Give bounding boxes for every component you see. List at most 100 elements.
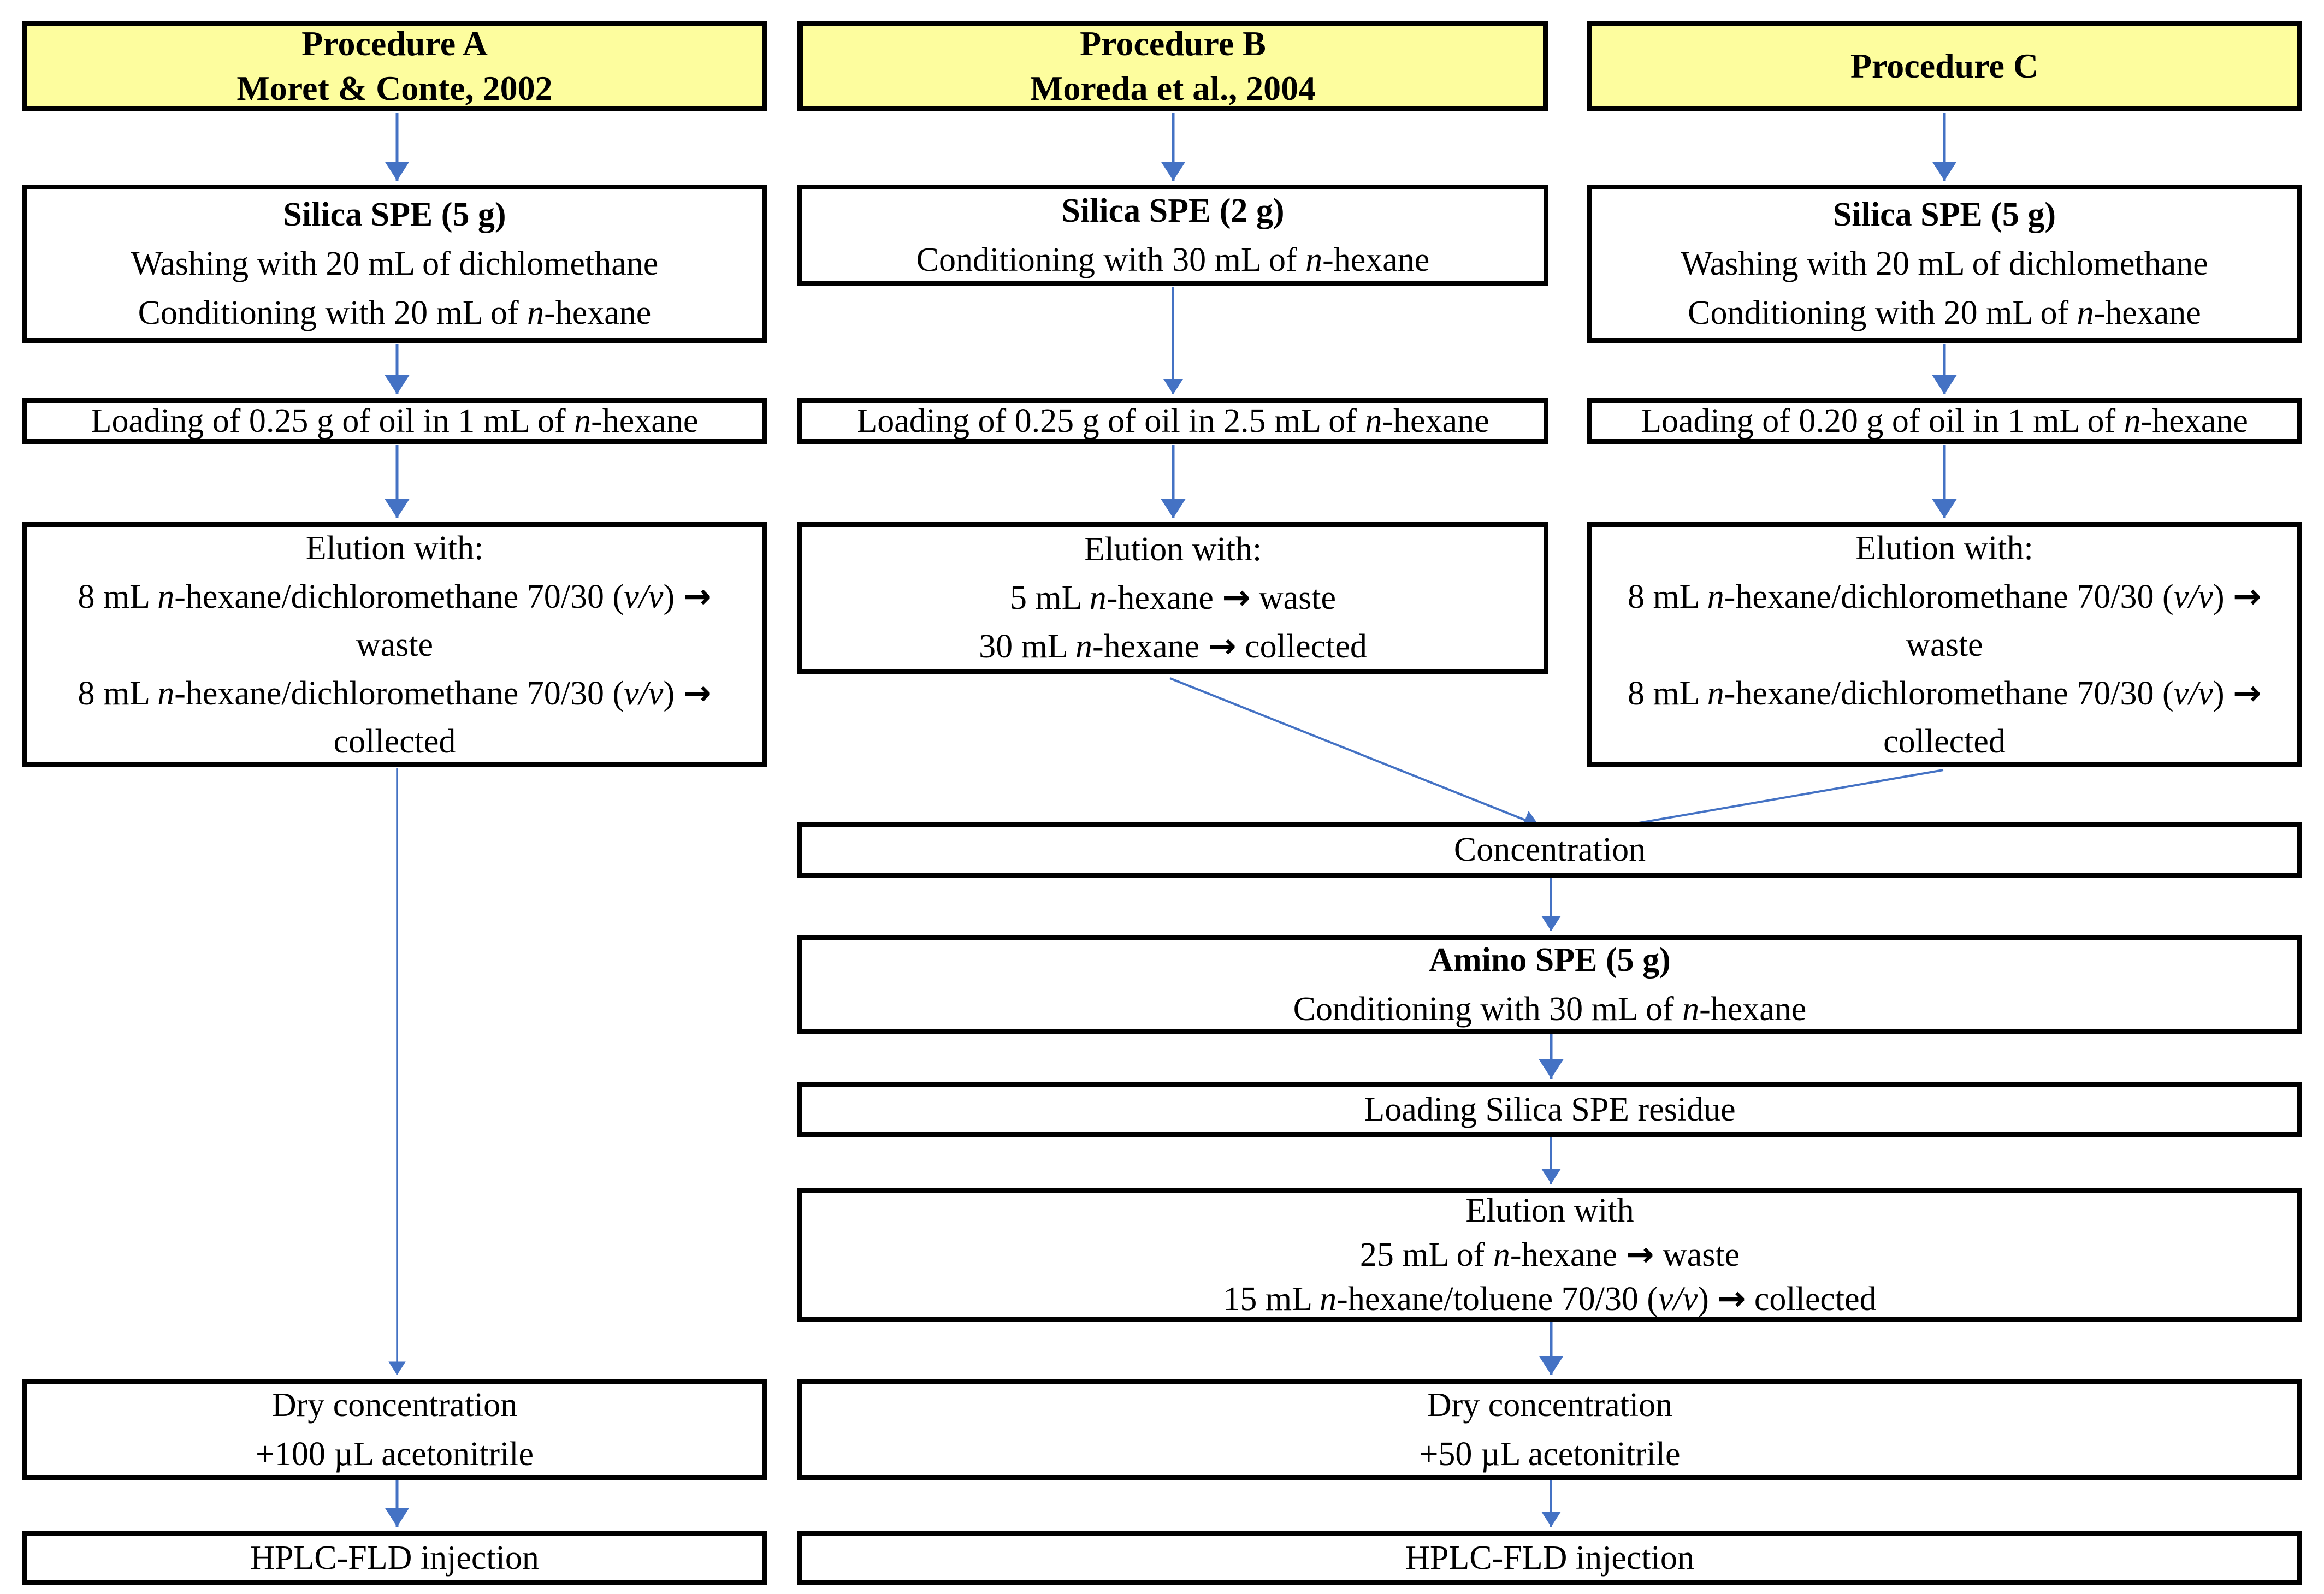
procedure-c-header: Procedure C <box>1587 21 2302 111</box>
italic-segment: n <box>574 402 592 440</box>
loading-box-c: Loading of 0.20 g of oil in 1 mL of n-he… <box>1587 398 2302 444</box>
text-segment: collected <box>1746 1280 1877 1318</box>
dry-concentration-box-a: Dry concentration +100 µL acetonitrile <box>22 1379 767 1480</box>
text-segment: waste <box>1250 579 1337 617</box>
hplc-a-line: HPLC-FLD injection <box>250 1539 539 1577</box>
amino-title: Amino SPE (5 g) <box>1429 941 1671 979</box>
text-segment: -hexane/dichloromethane 70/30 ( <box>174 578 624 615</box>
text-segment: -hexane <box>1382 402 1489 440</box>
italic-segment: v/v <box>2173 578 2213 615</box>
concentration-box: Concentration <box>797 822 2302 878</box>
procedure-a-header: Procedure A Moret & Conte, 2002 <box>22 21 767 111</box>
silica-spe-box-c: Silica SPE (5 g) Washing with 20 mL of d… <box>1587 185 2302 343</box>
text-segment: 8 mL <box>78 674 158 712</box>
elution-box-b: Elution with: 5 mL n-hexane → waste 30 m… <box>797 522 1548 674</box>
text-segment: 30 mL <box>979 628 1075 665</box>
elution-c-waste-line: 8 mL n-hexane/dichloromethane 70/30 (v/v… <box>1628 572 2261 621</box>
text-segment: collected <box>1236 628 1367 665</box>
silica-b-title: Silica SPE (2 g) <box>1061 192 1285 229</box>
silica-c-washing-line: Washing with 20 mL of dichlomethane <box>1681 245 2208 282</box>
italic-segment: n <box>2124 402 2141 440</box>
text-segment: -hexane <box>591 402 699 440</box>
text-segment: 5 mL <box>1009 579 1090 617</box>
dry-concentration-box-merged: Dry concentration +50 µL acetonitrile <box>797 1379 2302 1480</box>
loading-box-b: Loading of 0.25 g of oil in 2.5 mL of n-… <box>797 398 1548 444</box>
silica-b-conditioning-line: Conditioning with 30 mL of n-hexane <box>916 235 1430 285</box>
hplc-merged-line: HPLC-FLD injection <box>1405 1539 1694 1577</box>
elution-a-collected-line: 8 mL n-hexane/dichloromethane 70/30 (v/v… <box>78 669 711 718</box>
elution-c-title: Elution with: <box>1855 529 2033 567</box>
loading-box-a: Loading of 0.25 g of oil in 1 mL of n-he… <box>22 398 767 444</box>
loading-c-line: Loading of 0.20 g of oil in 1 mL of n-he… <box>1641 396 2248 446</box>
italic-segment: n <box>1682 991 1700 1028</box>
elution-b-title: Elution with: <box>1084 531 1262 568</box>
right-arrow-glyph: → <box>1222 577 1251 617</box>
text-segment: 15 mL <box>1223 1280 1320 1318</box>
text-segment: ) <box>2213 674 2233 712</box>
elution-c-waste-label: waste <box>1906 626 1983 663</box>
italic-segment: n <box>2077 294 2094 331</box>
italic-segment: n <box>1365 402 1382 440</box>
right-arrow-glyph: → <box>1717 1278 1746 1318</box>
right-arrow-glyph: → <box>1625 1234 1654 1274</box>
loading-residue-line: Loading Silica SPE residue <box>1364 1091 1736 1128</box>
silica-c-title: Silica SPE (5 g) <box>1832 196 2056 233</box>
procedure-a-citation: Moret & Conte, 2002 <box>236 69 553 108</box>
silica-spe-box-a: Silica SPE (5 g) Washing with 20 mL of d… <box>22 185 767 343</box>
procedure-a-title: Procedure A <box>301 24 488 63</box>
text-segment: ) <box>663 674 683 712</box>
text-segment: -hexane <box>1699 991 1807 1028</box>
text-segment: Conditioning with 30 mL of <box>1293 991 1683 1028</box>
amino-elution-title: Elution with <box>1465 1192 1634 1229</box>
text-segment: -hexane <box>1092 628 1208 665</box>
text-segment: 8 mL <box>1627 578 1707 615</box>
procedure-b-header: Procedure B Moreda et al., 2004 <box>797 21 1548 111</box>
elution-box-c: Elution with: 8 mL n-hexane/dichlorometh… <box>1587 522 2302 767</box>
italic-segment: n <box>1089 579 1107 617</box>
elution-b-collected-line: 30 mL n-hexane → collected <box>979 622 1367 671</box>
silica-a-title: Silica SPE (5 g) <box>283 196 506 233</box>
italic-segment: n <box>157 674 175 712</box>
arrow-b-elution-to-concentration <box>1169 677 1540 829</box>
elution-box-a: Elution with: 8 mL n-hexane/dichlorometh… <box>22 522 767 767</box>
amino-elution-collected-line: 15 mL n-hexane/toluene 70/30 (v/v) → col… <box>1223 1277 1876 1321</box>
text-segment: Conditioning with 30 mL of <box>916 241 1306 278</box>
dry-a-line1: Dry concentration <box>271 1386 518 1424</box>
procedure-b-title: Procedure B <box>1080 24 1266 63</box>
elution-c-collected-line: 8 mL n-hexane/dichloromethane 70/30 (v/v… <box>1628 669 2261 718</box>
hplc-injection-box-a: HPLC-FLD injection <box>22 1531 767 1585</box>
silica-a-conditioning-line: Conditioning with 20 mL of n-hexane <box>138 288 652 337</box>
text-segment: -hexane <box>2140 402 2248 440</box>
text-segment: -hexane/dichloromethane 70/30 ( <box>174 674 624 712</box>
text-segment: -hexane/dichloromethane 70/30 ( <box>1724 674 2174 712</box>
italic-segment: n <box>1707 674 1724 712</box>
text-segment: Loading of 0.20 g of oil in 1 mL of <box>1641 402 2124 440</box>
elution-c-collected-label: collected <box>1883 722 2006 760</box>
hplc-injection-box-merged: HPLC-FLD injection <box>797 1531 2302 1585</box>
loading-residue-box: Loading Silica SPE residue <box>797 1082 2302 1137</box>
elution-a-collected-label: collected <box>333 722 456 760</box>
text-segment: 25 mL of <box>1359 1236 1493 1273</box>
amino-conditioning-line: Conditioning with 30 mL of n-hexane <box>1293 985 1807 1034</box>
italic-segment: v/v <box>624 578 664 615</box>
text-segment: waste <box>1654 1236 1740 1273</box>
italic-segment: v/v <box>2173 674 2213 712</box>
italic-segment: n <box>1320 1280 1337 1318</box>
procedure-b-citation: Moreda et al., 2004 <box>1030 69 1316 108</box>
text-segment: -hexane/dichloromethane 70/30 ( <box>1724 578 2174 615</box>
italic-segment: n <box>527 294 545 331</box>
right-arrow-glyph: → <box>683 672 712 713</box>
elution-b-waste-line: 5 mL n-hexane → waste <box>1010 573 1336 622</box>
right-arrow-glyph: → <box>1208 626 1237 666</box>
italic-segment: n <box>157 578 175 615</box>
amino-spe-box: Amino SPE (5 g) Conditioning with 30 mL … <box>797 935 2302 1034</box>
silica-a-washing-line: Washing with 20 mL of dichlomethane <box>131 245 659 282</box>
amino-elution-box: Elution with 25 mL of n-hexane → waste 1… <box>797 1188 2302 1322</box>
silica-spe-box-b: Silica SPE (2 g) Conditioning with 30 mL… <box>797 185 1548 286</box>
procedure-c-title: Procedure C <box>1850 46 2039 85</box>
right-arrow-glyph: → <box>683 576 712 616</box>
italic-segment: v/v <box>1658 1280 1698 1318</box>
text-segment: ) <box>663 578 683 615</box>
italic-segment: n <box>1707 578 1724 615</box>
